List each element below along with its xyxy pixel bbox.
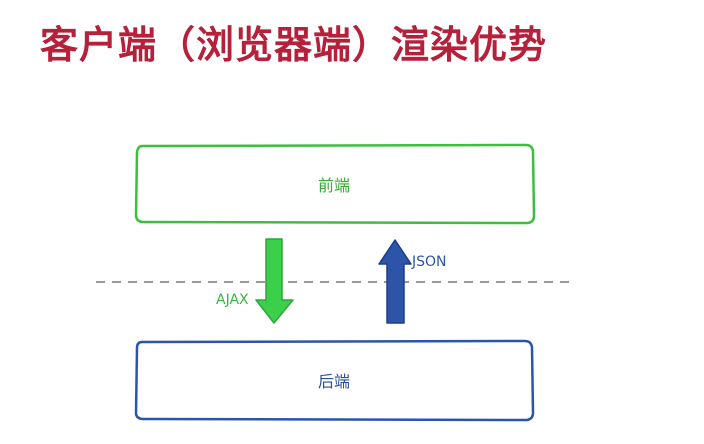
frontend-box: 前端 [134,143,536,225]
frontend-label: 前端 [318,176,350,195]
json-label: JSON [411,254,447,270]
backend-label: 后端 [318,372,350,391]
backend-box: 后端 [134,339,535,422]
slide-title: 客户端（浏览器端）渲染优势 [40,23,548,67]
ajax-label: AJAX [216,292,249,308]
ajax-arrow: AJAX [216,238,294,324]
json-arrow: JSON [378,239,447,324]
